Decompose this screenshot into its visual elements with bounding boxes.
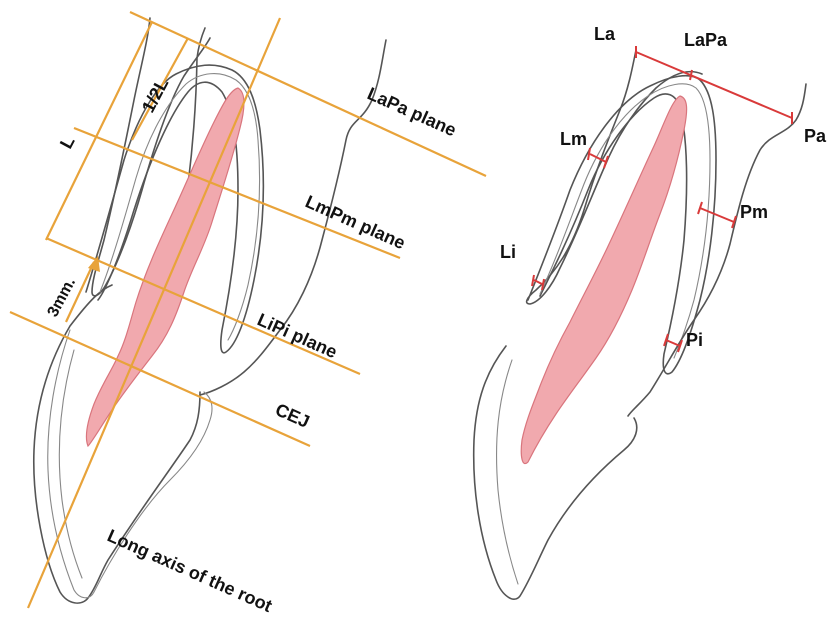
length-label: L xyxy=(56,133,79,152)
left-crown-inner xyxy=(59,350,82,578)
three-mm-label: 3mm. xyxy=(45,275,80,320)
lapa-label: LaPa xyxy=(684,30,728,50)
lipi-plane-label: LiPi plane xyxy=(254,309,340,362)
right-palatal-outline xyxy=(628,84,806,416)
li-label: Li xyxy=(500,242,516,262)
pi-label: Pi xyxy=(686,330,703,350)
lm-tick-a xyxy=(588,148,590,160)
long-axis-label: Long axis of the root xyxy=(104,525,275,616)
cej-label: CEJ xyxy=(272,399,312,432)
lapa-plane-line xyxy=(130,12,486,176)
pa-label: Pa xyxy=(804,126,827,146)
left-panel: LaPa plane LmPm plane LiPi plane CEJ Lon… xyxy=(10,12,486,616)
right-panel: La LaPa Pa Lm Pm Li Pi xyxy=(474,24,827,599)
pi-line xyxy=(666,340,680,346)
pm-line xyxy=(700,208,734,222)
lm-label: Lm xyxy=(560,129,587,149)
la-label: La xyxy=(594,24,616,44)
right-crown-inner xyxy=(497,360,518,584)
lapa-plane-label: LaPa plane xyxy=(364,83,459,140)
lmpm-plane-label: LmPm plane xyxy=(302,191,408,253)
pm-label: Pm xyxy=(740,202,768,222)
